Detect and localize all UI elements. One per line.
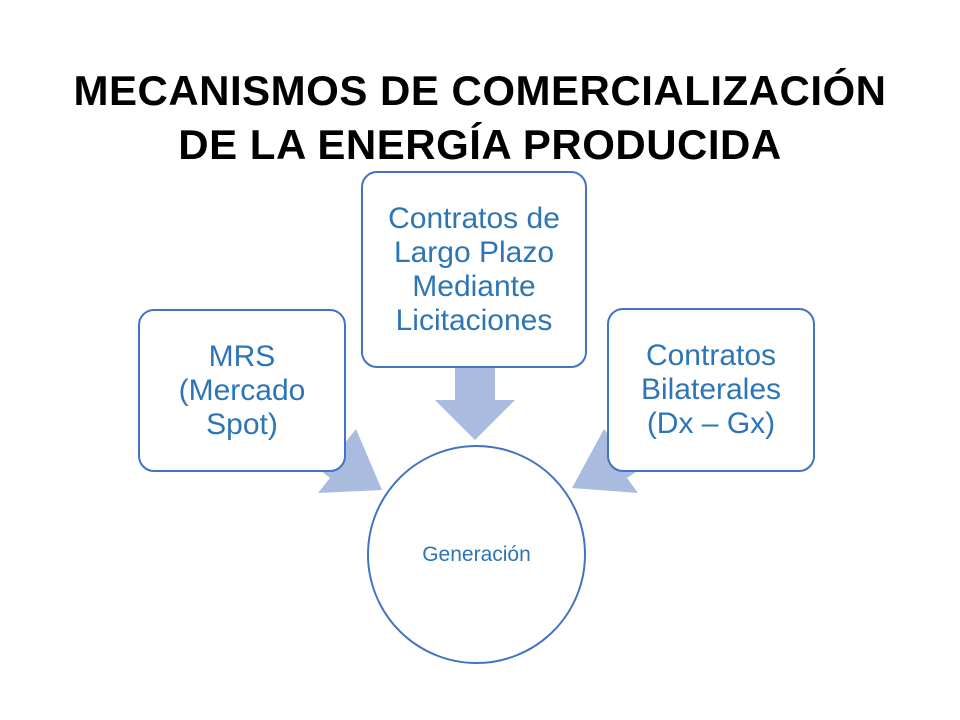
generation-circle: Generación xyxy=(367,445,586,664)
mrs-box: MRS (Mercado Spot) xyxy=(138,309,346,472)
bilateral-contracts-line-3: (Dx – Gx) xyxy=(646,407,776,440)
slide-title: MECANISMOS DE COMERCIALIZACIÓN DE LA ENE… xyxy=(40,64,920,172)
arrow-middle xyxy=(435,366,515,440)
long-term-contracts-line-2: Largo Plazo xyxy=(393,235,555,269)
long-term-contracts-line-3: Mediante xyxy=(412,269,536,303)
bilateral-contracts-box: Contratos Bilaterales (Dx – Gx) xyxy=(607,308,815,472)
bilateral-contracts-line-1: Contratos xyxy=(645,339,777,372)
mrs-box-line-2: (Mercado xyxy=(178,373,306,407)
bilateral-contracts-text: Contratos Bilaterales (Dx – Gx) xyxy=(641,339,781,441)
mrs-box-line-1: MRS xyxy=(208,339,276,373)
mrs-box-line-3: Spot) xyxy=(206,407,278,441)
bilateral-contracts-line-2: Bilaterales xyxy=(640,373,782,406)
long-term-contracts-box: Contratos de Largo Plazo Mediante Licita… xyxy=(361,171,587,368)
long-term-contracts-line-1: Contratos de xyxy=(388,201,560,235)
long-term-contracts-line-4: Licitaciones xyxy=(395,303,553,337)
mrs-box-text: MRS (Mercado Spot) xyxy=(179,340,306,442)
long-term-contracts-text: Contratos de Largo Plazo Mediante Licita… xyxy=(388,202,560,338)
slide-title-line-1: MECANISMOS DE COMERCIALIZACIÓN xyxy=(73,67,887,115)
generation-label: Generación xyxy=(422,542,531,566)
slide-title-line-2: DE LA ENERGÍA PRODUCIDA xyxy=(178,121,782,169)
